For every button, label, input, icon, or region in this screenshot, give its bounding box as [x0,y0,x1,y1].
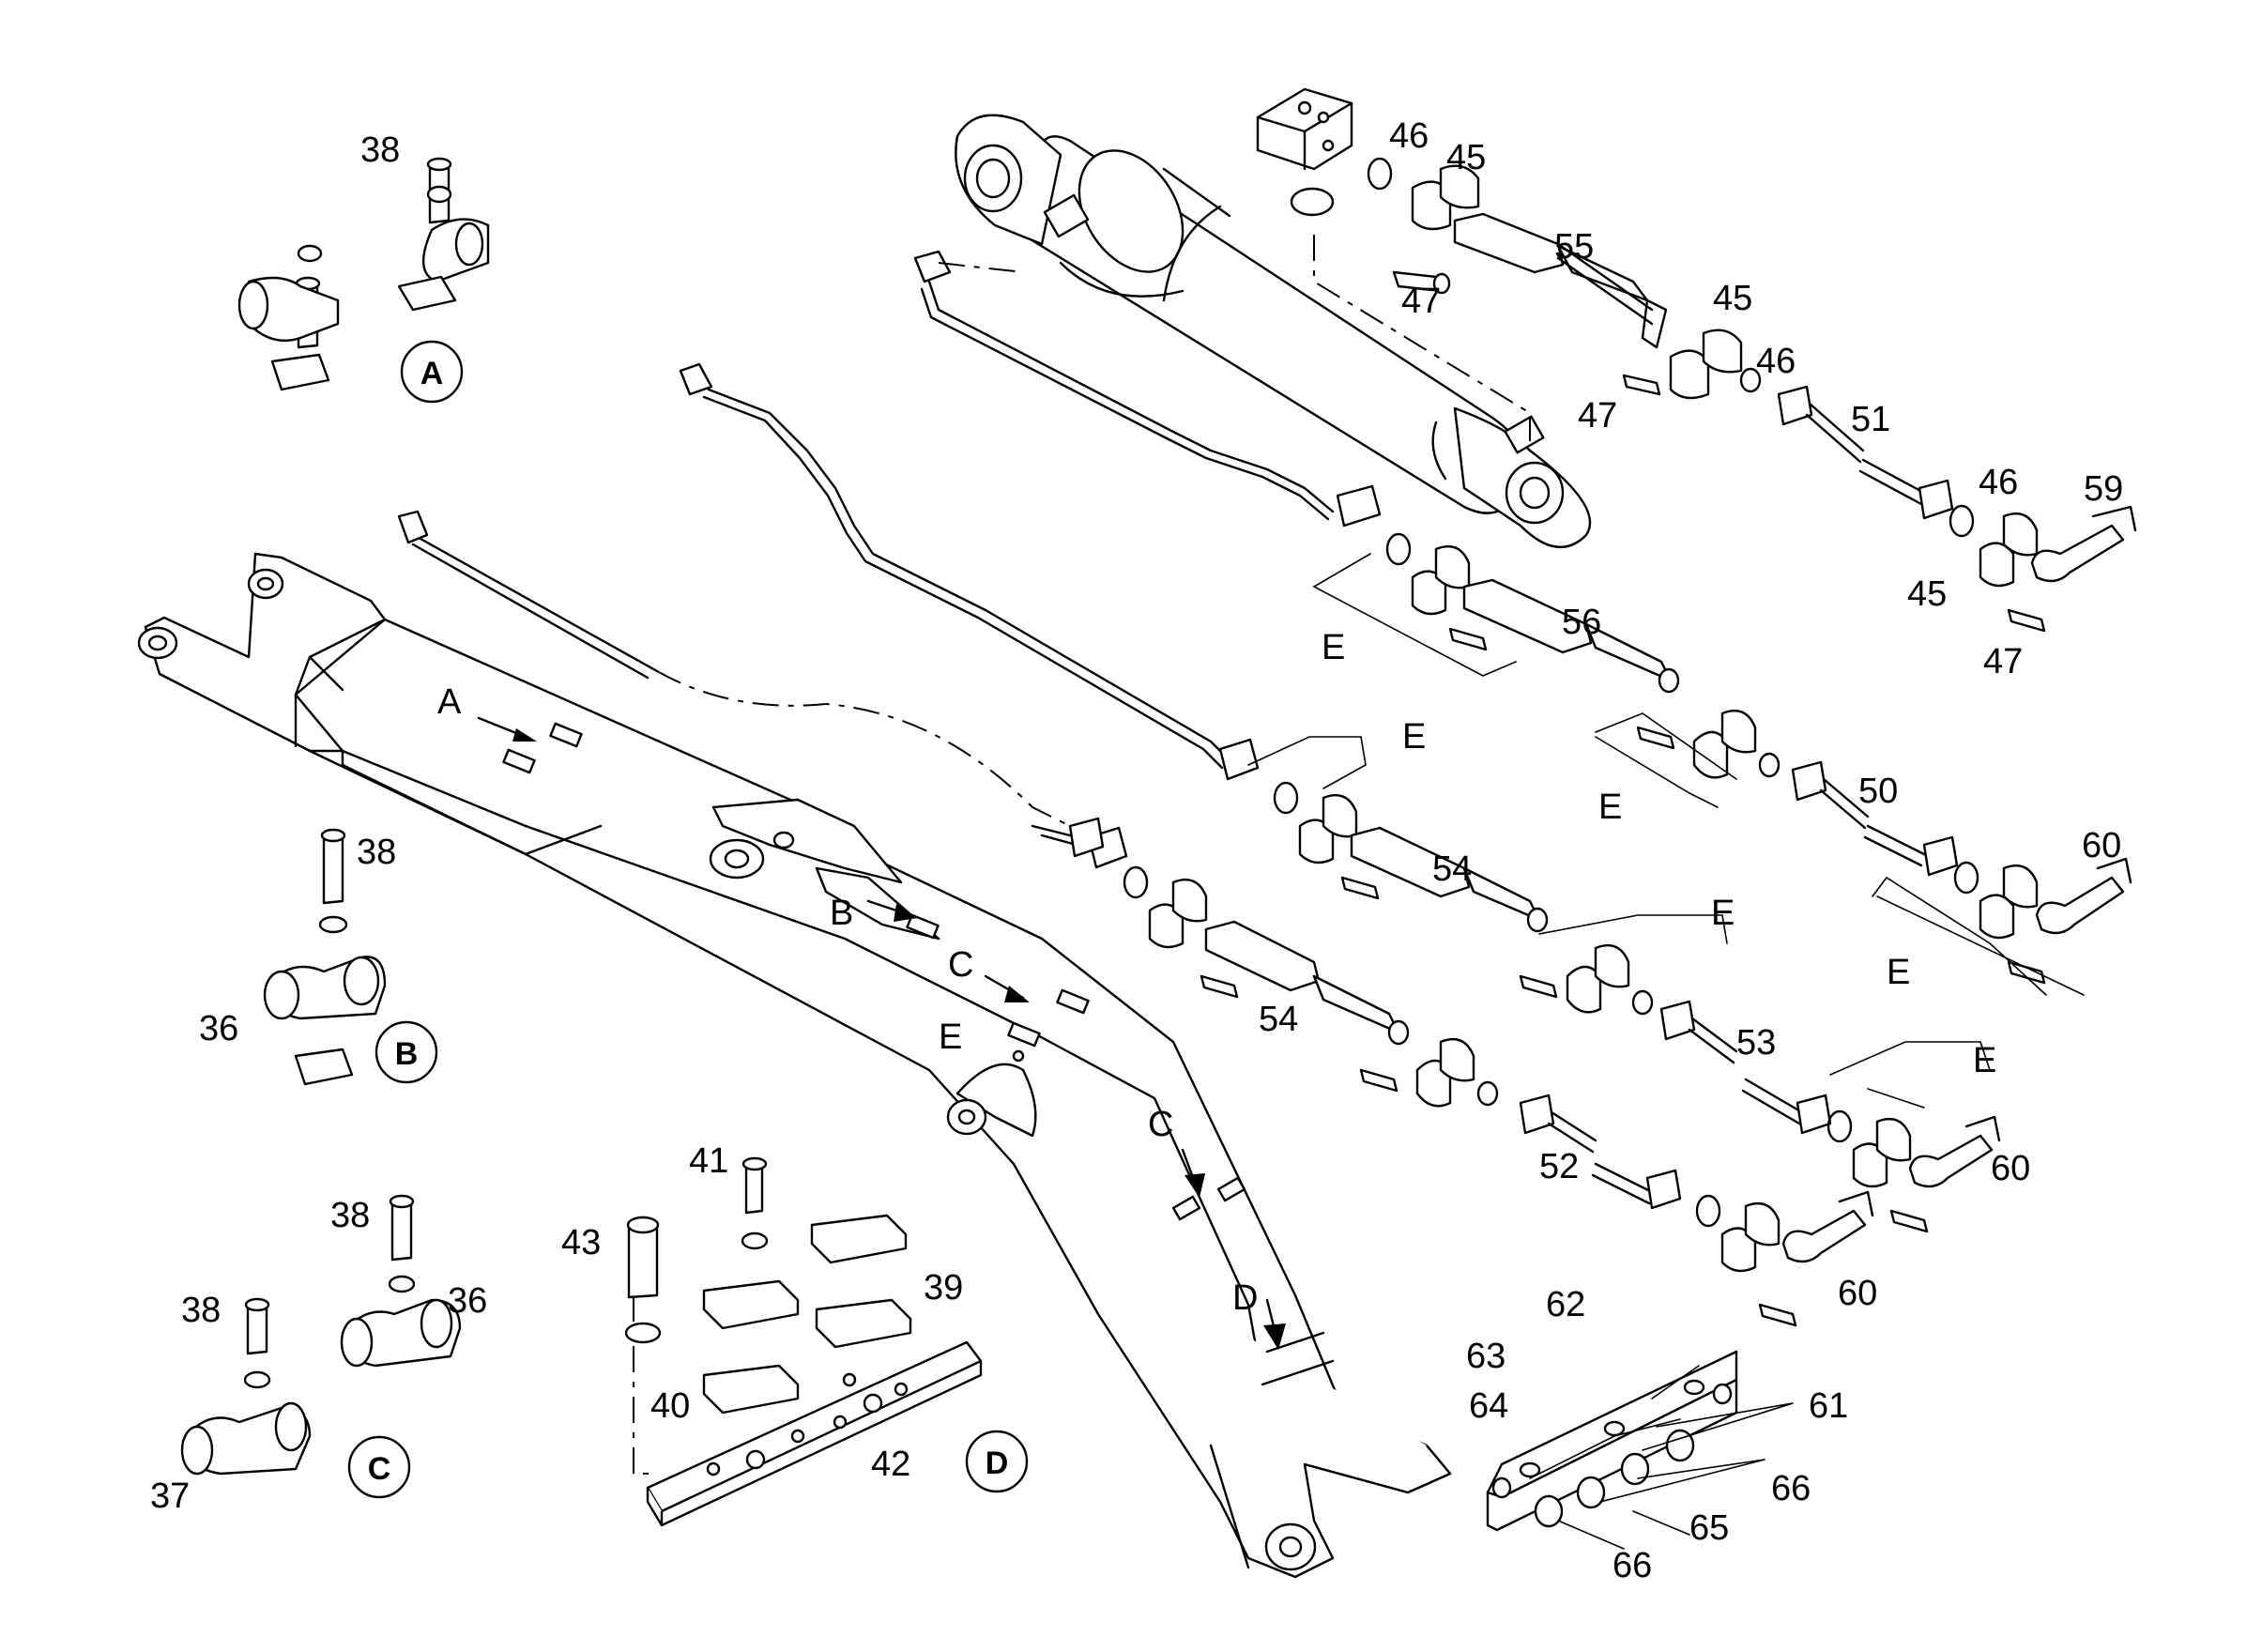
detail-circles [347,340,1029,1499]
part-number-label: 38 [181,1291,221,1330]
part-number-label: 54 [1432,849,1472,889]
part-number-label: 46 [1756,342,1796,381]
e-label-1: E [1322,628,1345,667]
part-number-label: 54 [1259,1000,1298,1039]
e-label-3: E [1598,788,1622,827]
part-number-label: 55 [1554,227,1594,267]
part-number-label: 45 [1907,574,1947,614]
boom-arm [137,552,1452,1579]
part-number-label: 38 [357,833,396,872]
part-number-label: 40 [650,1386,690,1426]
part-number-label: 38 [330,1196,370,1235]
detail-circle-labels: A B C D [368,356,1009,1487]
part-number-label: 47 [1983,642,2023,681]
section-mark-c2: C [1148,1105,1173,1144]
part-number-label: 47 [1578,396,1617,436]
part-number-label: 45 [1446,138,1486,177]
e-label-5: E [1887,953,1910,992]
part-number-label: 39 [924,1268,963,1308]
detail-label-d: D [986,1446,1009,1481]
part-number-label: 66 [1771,1469,1811,1508]
manifold-block [1256,87,1393,217]
part-number-label: 42 [871,1445,910,1484]
part-number-label: 61 [1809,1386,1848,1426]
part-number-label: 46 [1979,463,2018,502]
part-number-label: 59 [2084,469,2123,509]
e-label-2: E [1402,717,1426,757]
part-number-label: 36 [199,1009,238,1048]
part-number-label: 62 [1546,1285,1585,1324]
part-number-label: 52 [1539,1147,1579,1186]
part-number-label: 56 [1562,603,1601,642]
clamp-details [180,157,490,1476]
section-mark-b: B [830,894,853,933]
part-number-label: 37 [150,1476,190,1516]
detail-label-a: A [420,356,444,391]
part-number-label: 51 [1851,400,1890,439]
part-number-label: 38 [360,130,400,170]
pipe-lines [397,235,1531,869]
part-number-label: 66 [1612,1546,1652,1585]
e-label-7: E [939,1017,962,1057]
hydraulic-cylinder [955,114,1592,548]
part-number-label: 47 [1401,282,1441,321]
part-number-label: 65 [1689,1508,1729,1548]
part-number-label: 64 [1469,1386,1508,1426]
e-label-4: E [1711,894,1735,933]
part-number-label: 53 [1736,1023,1776,1063]
part-number-label: 45 [1713,279,1752,318]
distribution-block [1486,1350,1794,1550]
part-number-label: 60 [1991,1149,2030,1188]
part-number-label: 41 [689,1141,728,1181]
e-label-6: E [1973,1041,1996,1080]
section-mark-d: D [1232,1278,1258,1318]
bracket-labels: E E E E E E E E [939,628,1996,1080]
detail-label-c: C [368,1451,391,1487]
part-number-label: 36 [448,1281,487,1321]
part-number-callouts: 38 46 45 55 47 45 46 47 51 46 59 45 47 5… [150,116,2123,1585]
part-number-label: 50 [1858,772,1898,811]
section-arrows [477,716,1286,1350]
detail-d-plate [624,1156,983,1527]
part-number-label: 63 [1466,1337,1505,1376]
fitting-stacks [1031,164,2137,1327]
section-marks: A B C C D [437,682,1258,1318]
section-mark-c1: C [948,945,973,985]
section-mark-a: A [437,682,462,722]
detail-label-b: B [395,1036,419,1072]
part-number-label: 60 [2082,826,2121,865]
part-number-label: 46 [1389,116,1429,156]
part-number-label: 43 [561,1223,601,1262]
part-number-label: 60 [1838,1274,1877,1313]
e-brackets [1247,553,2085,1109]
